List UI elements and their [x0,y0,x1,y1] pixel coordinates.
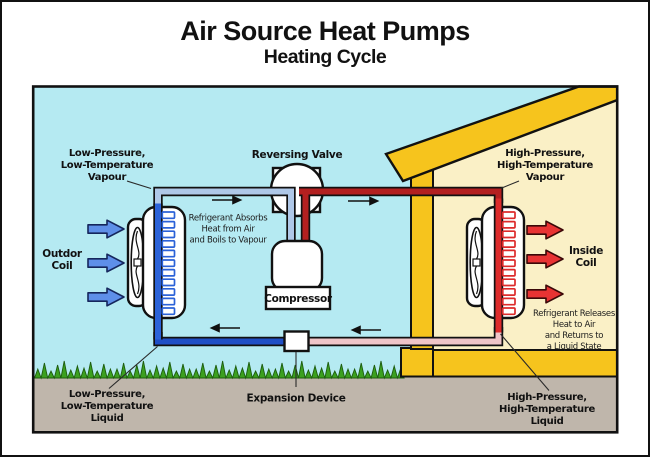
label-lp-liquid: Low-Temperature [61,401,154,412]
warm-air-arrow-icon [526,220,564,240]
annotation-releases: a Liquid State [547,342,602,352]
diagram-labels: Low-Pressure, Low-Temperature Vapour Rev… [42,148,616,427]
house-floor [431,349,619,378]
pointer-line [108,346,158,389]
warm-air-arrows [526,220,564,304]
warm-air-arrow-icon [526,284,564,304]
annotation-releases: Refrigerant Releases [533,309,616,319]
label-hp-liquid: High-Temperature [499,404,595,415]
compressor-label: Compressor [264,293,333,305]
pipe-low-pressure-vapour [153,186,296,246]
fan-blade-icon [135,230,140,295]
label-expansion-device: Expansion Device [246,393,345,405]
pointer-line [500,333,550,391]
coil-rung [161,211,176,220]
cold-air-arrow-icon [87,219,125,239]
fan-hub [133,258,142,267]
ground [34,377,616,431]
label-hp-vapour: Vapour [526,172,565,183]
expansion-device-box [283,330,310,353]
label-inside-coil: Coil [576,257,597,269]
flow-arrowhead-icon [209,323,220,333]
label-lp-vapour: Low-Pressure, [69,148,145,159]
coil-rung [501,268,516,277]
coil-rung [501,307,516,316]
coil-rung [501,287,516,296]
pointer-lines [108,180,550,391]
label-hp-liquid: Liquid [531,416,564,427]
annotation-absorbs: Refrigerant Absorbs [189,214,269,224]
coil-rung [501,249,516,258]
annotation-absorbs: Heat from Air [201,225,255,235]
flow-arrowhead-icon [369,196,380,206]
coil-rung [161,307,176,316]
label-hp-vapour: High-Temperature [497,160,593,171]
label-lp-vapour: Low-Temperature [61,160,154,171]
coil-rung [161,278,176,287]
annotation-absorbs: and Boils to Vapour [190,236,268,246]
label-outdoor-coil: Outdor [42,248,83,260]
page-title: Air Source Heat Pumps [180,16,470,46]
coil-rung [501,239,516,248]
coil-rung [161,230,176,239]
coil-rung [161,287,176,296]
cold-air-arrow-icon [87,253,125,273]
diagram-panel [31,85,619,434]
label-lp-liquid: Liquid [91,413,124,424]
coil-rung [501,230,516,239]
pointer-line [126,180,152,190]
fan-hub [472,258,481,267]
label-inside-coil: Inside [569,245,603,257]
flow-arrowhead-icon [350,325,361,335]
warm-air-arrow-icon [526,249,564,269]
label-lp-liquid: Low-Pressure, [69,389,145,400]
grass-blades [33,360,405,380]
fan-blade-icon [474,230,479,295]
coil-rung [161,297,176,306]
label-outdoor-coil: Coil [52,260,73,272]
coil-rung [161,249,176,258]
coil-rung [501,259,516,268]
coil-rung [501,211,516,220]
cold-air-arrow-icon [87,287,125,307]
label-lp-vapour: Vapour [88,172,127,183]
coil-rung [501,278,516,287]
coil-rung [161,259,176,268]
label-hp-vapour: High-Pressure, [505,148,585,159]
coil-rung [161,239,176,248]
annotation-releases: Heat to Air [553,320,596,330]
coil-rung [501,220,516,229]
inside-coil-rungs [501,211,516,316]
house-wall-footing [400,347,434,378]
flow-arrowhead-icon [232,195,243,205]
coil-rung [161,268,176,277]
flow-arrows [209,195,381,335]
compressor-dome [270,239,324,293]
coil-rung [161,220,176,229]
label-reversing-valve: Reversing Valve [252,149,343,161]
label-hp-liquid: High-Pressure, [507,392,587,403]
page-subtitle: Heating Cycle [264,46,387,68]
pointer-line [500,180,520,190]
coil-rung [501,297,516,306]
compressor-label-box [264,285,332,311]
outdoor-coil-rungs [161,211,176,316]
annotation-releases: and Returns to [545,331,603,341]
cold-air-arrows [87,219,125,307]
